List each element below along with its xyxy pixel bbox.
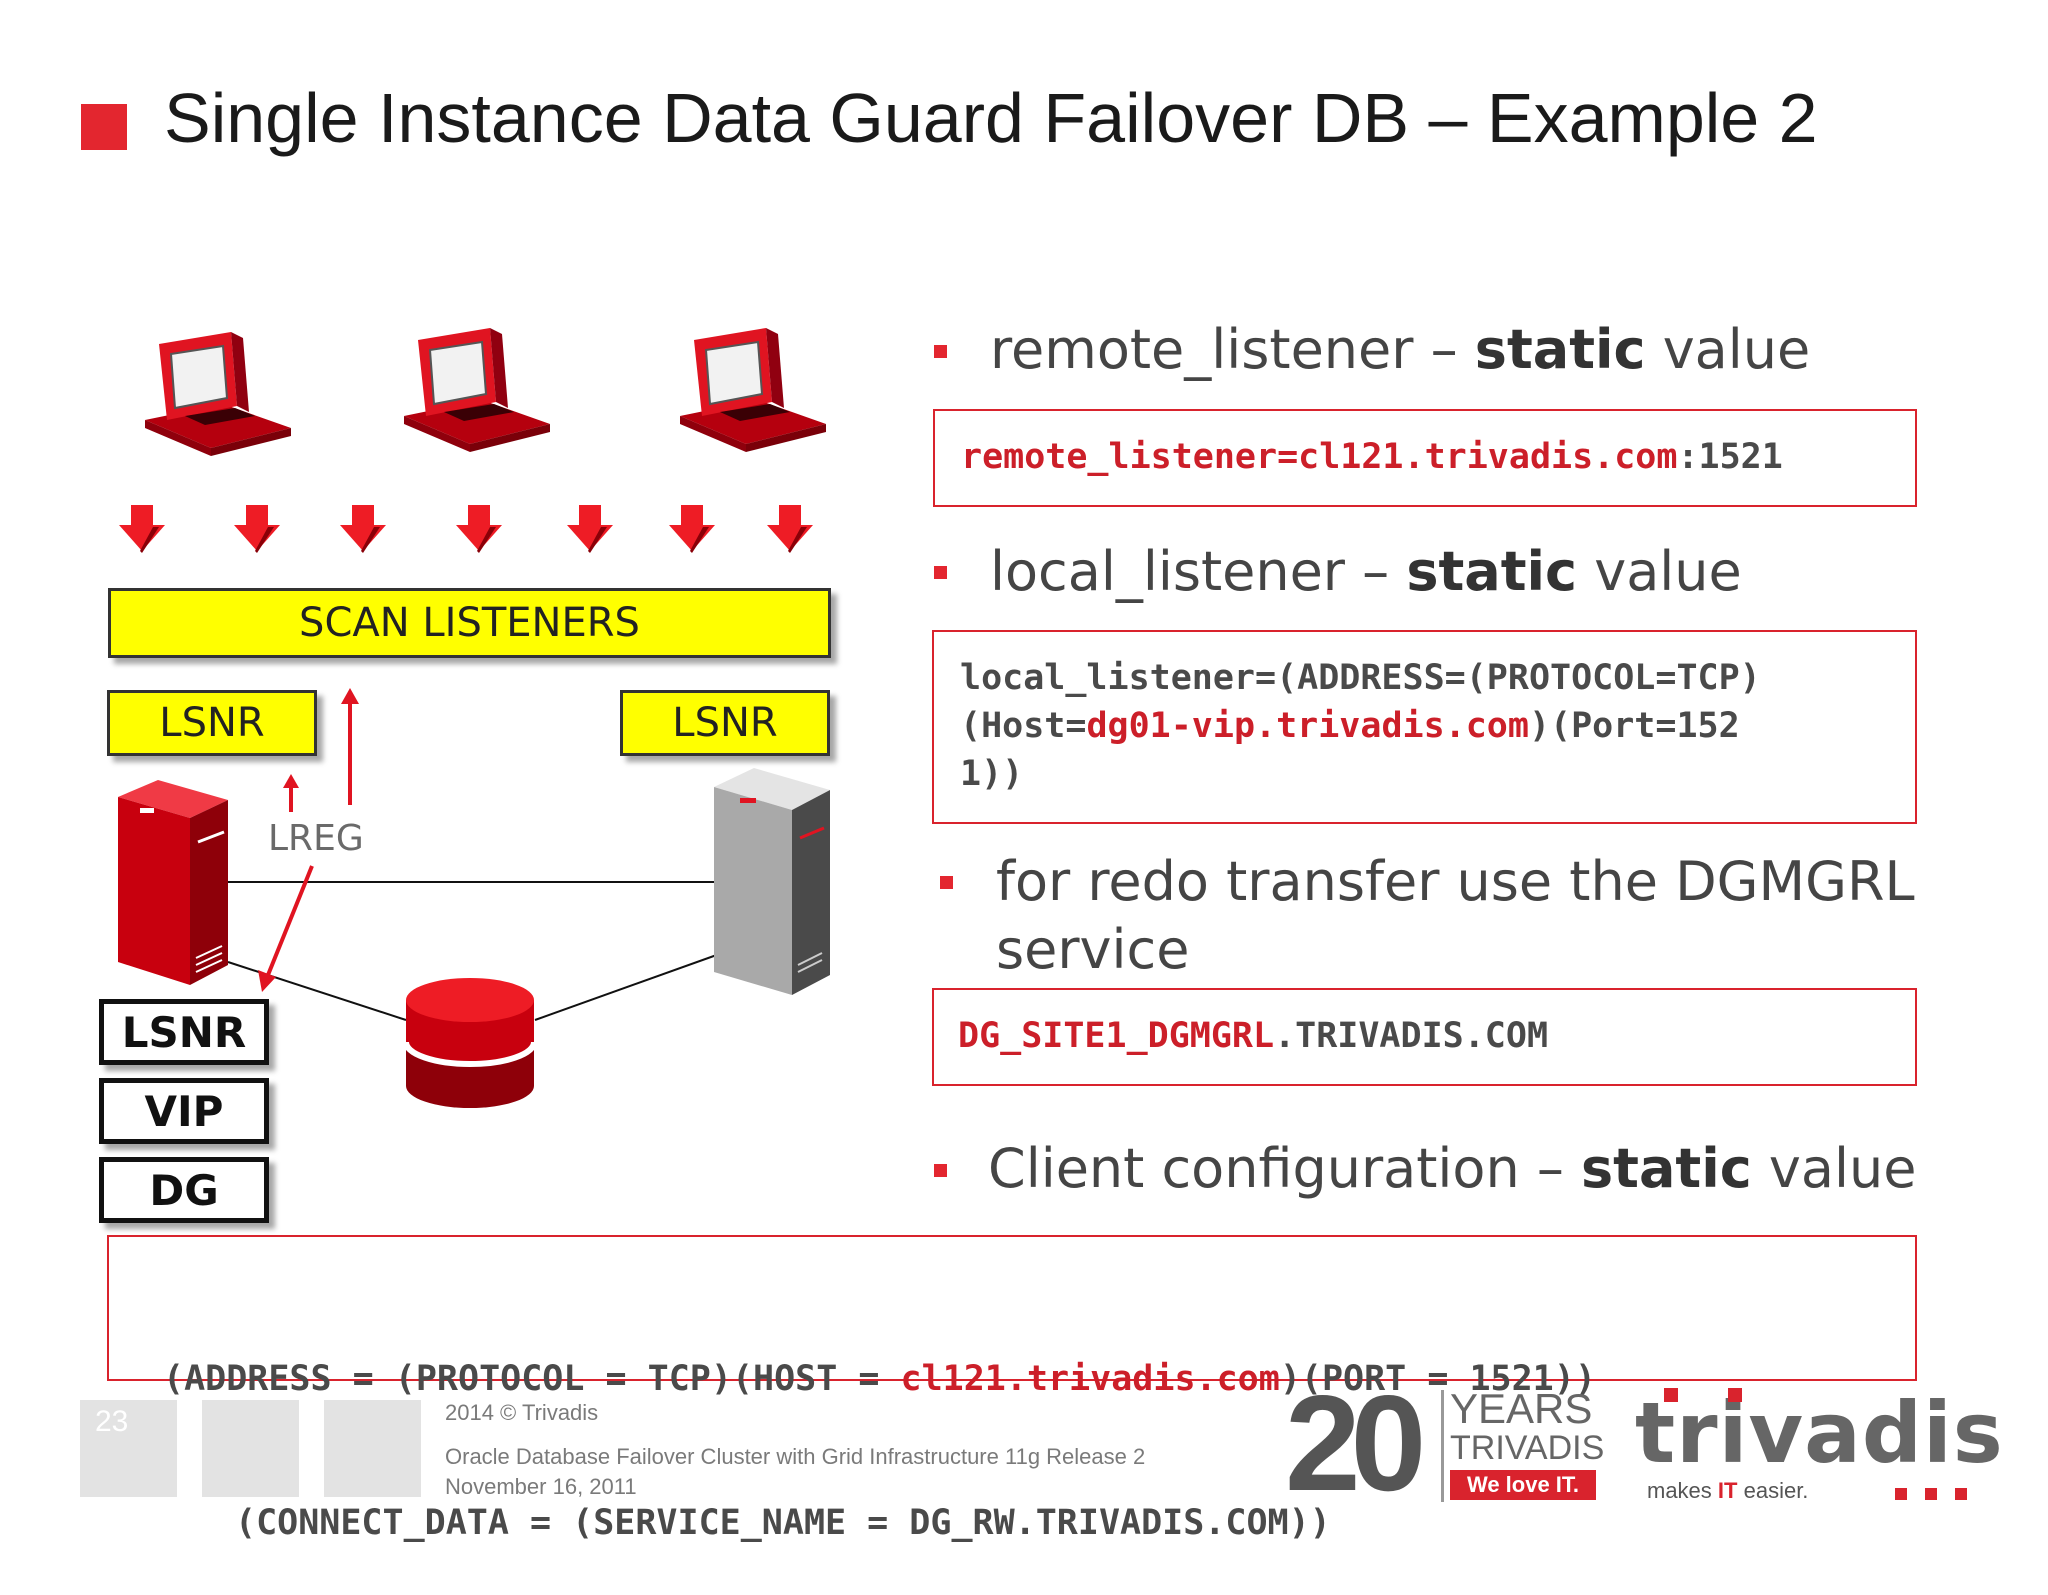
page-number: 23 bbox=[95, 1405, 129, 1438]
bullet-text: value bbox=[1577, 540, 1742, 603]
code-highlight: remote_listener=cl121.trivadis.com bbox=[961, 437, 1678, 477]
code-highlight: dg01-vip.trivadis.com bbox=[1086, 706, 1529, 746]
stack-dg-box: DG bbox=[99, 1157, 269, 1223]
code-text: (Host= bbox=[960, 706, 1087, 746]
footer-square bbox=[80, 1400, 177, 1497]
code-line: (CONNECT_DATA = (SERVICE_NAME = DG_RW.TR… bbox=[235, 1503, 1331, 1543]
bullet-text: for redo transfer use the DGMGRL bbox=[996, 850, 1915, 913]
trivadis-tagline: makes IT easier. bbox=[1647, 1478, 1808, 1504]
logo-divider bbox=[1441, 1390, 1444, 1502]
code-text: (ADDRESS = (PROTOCOL = TCP)(HOST = bbox=[163, 1359, 901, 1399]
anniversary-years: YEARS bbox=[1450, 1385, 1593, 1432]
bullet-bold: static bbox=[1474, 318, 1646, 381]
stack-lsnr-box: LSNR bbox=[99, 999, 269, 1065]
bullet-local-listener: local_listener – static value bbox=[990, 540, 1742, 603]
tagline-text: makes bbox=[1647, 1478, 1718, 1503]
arrow-down-icon bbox=[669, 505, 715, 553]
client-computer-1-icon bbox=[144, 331, 292, 457]
bullet-text: value bbox=[1645, 318, 1811, 381]
lsnr-right-box: LSNR bbox=[620, 690, 830, 756]
code-highlight: DG_SITE1_DGMGRL bbox=[958, 1016, 1275, 1056]
lreg-label: LREG bbox=[268, 818, 364, 859]
logo-dot bbox=[1664, 1388, 1678, 1402]
trivadis-logo: trivadis bbox=[1635, 1384, 2004, 1482]
bullet-text: local_listener – bbox=[990, 540, 1407, 603]
footer-copyright: 2014 © Trivadis bbox=[445, 1400, 599, 1425]
lsnr-left-box: LSNR bbox=[107, 690, 317, 756]
bullet-text: value bbox=[1751, 1137, 1917, 1200]
database-icon bbox=[403, 978, 537, 1108]
logo-dot bbox=[1955, 1488, 1967, 1500]
bullet-text: Client configuration – bbox=[988, 1137, 1582, 1200]
footer-square bbox=[202, 1400, 299, 1497]
registration-arrow-icon bbox=[258, 688, 359, 992]
arrow-down-icon bbox=[567, 505, 613, 553]
anniversary-slogan: We love IT. bbox=[1450, 1470, 1596, 1500]
code-line: (ADDRESS = (PROTOCOL = TCP)(HOST = cl121… bbox=[163, 1355, 1915, 1403]
code-line: (Host=dg01-vip.trivadis.com)(Port=152 bbox=[960, 702, 1915, 750]
bullet-marker bbox=[934, 566, 947, 579]
architecture-diagram bbox=[118, 327, 830, 1108]
bullet-text: service bbox=[996, 918, 1190, 981]
code-text: )(Port=152 bbox=[1528, 706, 1740, 746]
bullet-marker bbox=[934, 345, 947, 358]
logo-dot bbox=[1728, 1388, 1742, 1402]
code-line: 1)) bbox=[960, 754, 1024, 794]
arrow-down-icon bbox=[119, 505, 165, 553]
code-line: local_listener=(ADDRESS=(PROTOCOL=TCP) bbox=[960, 658, 1761, 698]
bullet-redo-transfer: for redo transfer use the DGMGRL service bbox=[996, 848, 1915, 984]
slide-title: Single Instance Data Guard Failover DB –… bbox=[164, 79, 1818, 157]
arrow-down-icon bbox=[767, 505, 813, 553]
arrow-down-icon bbox=[340, 505, 386, 553]
primary-server-icon bbox=[118, 780, 228, 985]
anniversary-number: 20 bbox=[1285, 1367, 1426, 1519]
logo-dot bbox=[1895, 1488, 1907, 1500]
arrow-down-icon bbox=[456, 505, 502, 553]
code-text: )(PORT = 1521)) bbox=[1279, 1359, 1596, 1399]
bullet-bold: static bbox=[1581, 1137, 1752, 1200]
code-dgmgrl-service: DG_SITE1_DGMGRL.TRIVADIS.COM bbox=[932, 988, 1917, 1086]
anniversary-company: TRIVADIS bbox=[1450, 1429, 1605, 1467]
code-text: :1521 bbox=[1677, 437, 1783, 477]
footer-square bbox=[324, 1400, 421, 1497]
title-marker bbox=[81, 104, 127, 150]
code-client-config: (ADDRESS = (PROTOCOL = TCP)(HOST = cl121… bbox=[107, 1235, 1917, 1543]
standby-server-icon bbox=[714, 768, 830, 995]
code-remote-listener: remote_listener=cl121.trivadis.com:1521 bbox=[933, 409, 1917, 507]
bullet-marker bbox=[940, 876, 953, 889]
bullet-bold: static bbox=[1406, 540, 1578, 603]
bullet-text: remote_listener – bbox=[990, 318, 1475, 381]
code-text: .TRIVADIS.COM bbox=[1274, 1016, 1549, 1056]
bullet-remote-listener: remote_listener – static value bbox=[990, 318, 1810, 381]
tagline-it: IT bbox=[1717, 1478, 1738, 1503]
tagline-text: easier. bbox=[1737, 1478, 1809, 1503]
footer-date: November 16, 2011 bbox=[445, 1474, 637, 1499]
client-computer-3-icon bbox=[679, 327, 827, 453]
logo-dot bbox=[1925, 1488, 1937, 1500]
client-computer-2-icon bbox=[403, 327, 551, 453]
stack-vip-box: VIP bbox=[99, 1078, 269, 1144]
code-local-listener: local_listener=(ADDRESS=(PROTOCOL=TCP) (… bbox=[932, 630, 1917, 824]
footer-subtitle: Oracle Database Failover Cluster with Gr… bbox=[445, 1444, 1146, 1469]
arrow-down-icon bbox=[234, 505, 280, 553]
bullet-client-config: Client configuration – static value bbox=[988, 1137, 1916, 1200]
scan-listeners-box: SCAN LISTENERS bbox=[108, 588, 831, 658]
bullet-marker bbox=[934, 1164, 947, 1177]
code-highlight: cl121.trivadis.com bbox=[900, 1359, 1280, 1399]
